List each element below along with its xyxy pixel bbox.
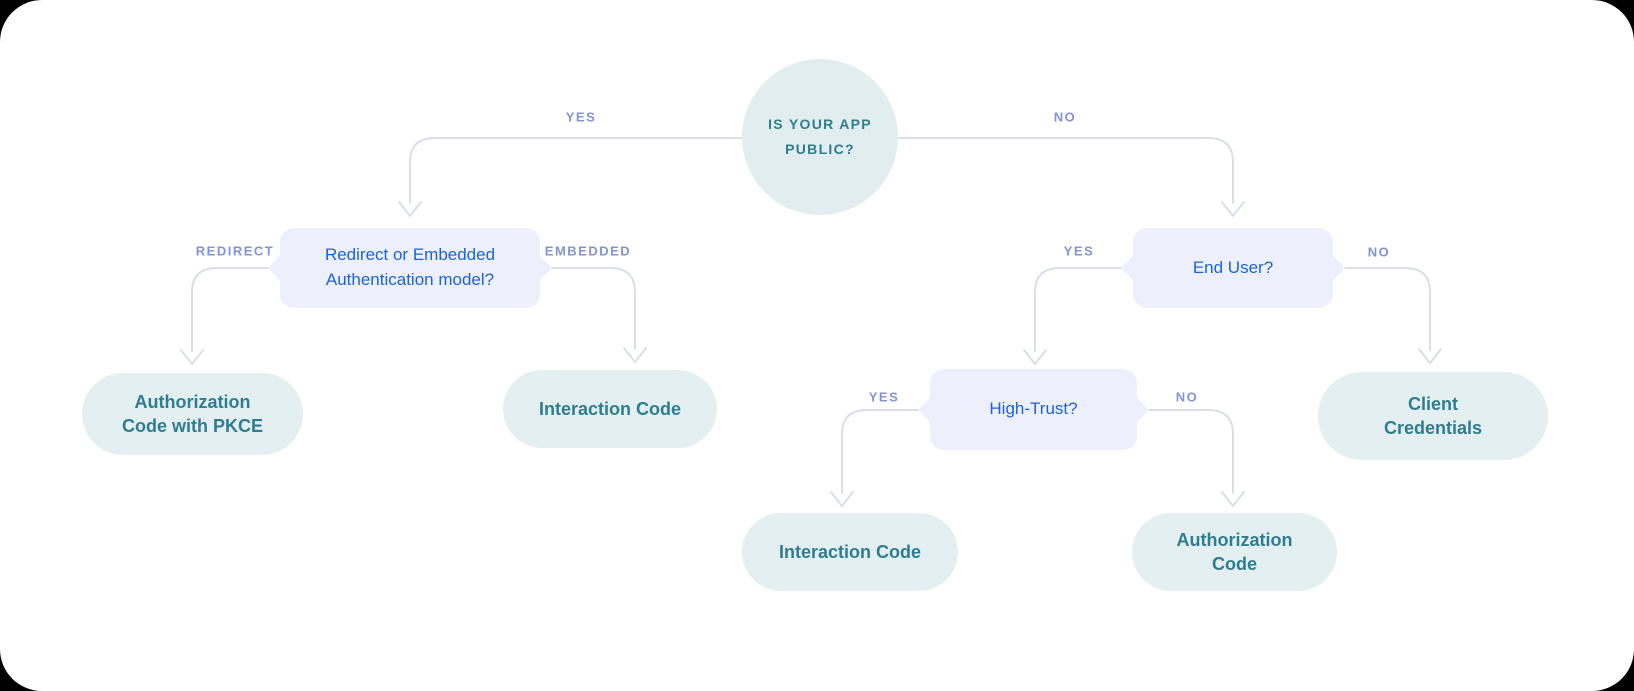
edge-end-user-no	[1344, 267, 1442, 364]
edge-label-high-trust-yes: YES	[868, 389, 900, 405]
edge-label-end-user-no: NO	[1367, 244, 1391, 260]
node-interaction-code-left: Interaction Code	[503, 370, 717, 448]
edge-label-embedded: EMBEDDED	[544, 243, 632, 259]
edge-label-high-trust-no: NO	[1175, 389, 1199, 405]
edge-label-root-no: NO	[1053, 109, 1077, 125]
edge-label-end-user-yes: YES	[1063, 243, 1095, 259]
edge-end-user-yes	[1023, 267, 1122, 365]
edge-root-yes	[398, 137, 743, 217]
connector-high-trust-no	[1148, 409, 1245, 507]
node-authorization-code: Authorization Code	[1132, 513, 1337, 591]
connector-high-trust-yes	[830, 409, 919, 507]
connector-end-user-no	[1344, 267, 1442, 364]
edge-root-no	[897, 137, 1245, 217]
edge-high-trust-no	[1148, 409, 1245, 507]
connector-redirect	[180, 267, 269, 365]
connector-root-no	[897, 137, 1245, 217]
node-client-credentials: Client Credentials	[1318, 372, 1548, 460]
node-interaction-code-bottom: Interaction Code	[742, 513, 958, 591]
connector-embedded	[551, 267, 647, 363]
edge-high-trust-yes	[830, 409, 919, 507]
node-high-trust-question: High-Trust?	[930, 369, 1137, 450]
edge-embedded	[551, 267, 647, 363]
node-end-user-question: End User?	[1133, 228, 1333, 308]
node-is-your-app-public: IS YOUR APP PUBLIC?	[742, 59, 898, 215]
node-authorization-code-with-pkce: Authorization Code with PKCE	[82, 373, 303, 455]
connector-end-user-yes	[1023, 267, 1122, 365]
edge-label-root-yes: YES	[565, 109, 597, 125]
connector-root-yes	[398, 137, 743, 217]
edge-label-redirect: REDIRECT	[195, 243, 275, 259]
node-auth-model-question: Redirect or Embedded Authentication mode…	[280, 228, 540, 308]
edge-redirect	[180, 267, 269, 365]
